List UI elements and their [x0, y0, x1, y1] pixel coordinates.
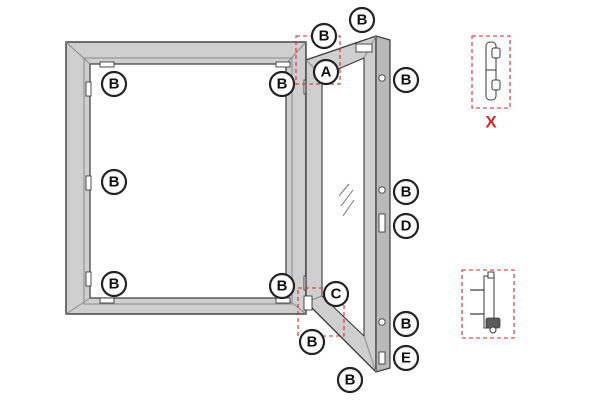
callout-bottom-right: B — [336, 366, 364, 394]
keeper-top-right — [275, 61, 291, 68]
hinge-bottom-part — [303, 295, 313, 311]
svg-text:C: C — [331, 286, 342, 303]
callout-hinge-bottom: C — [322, 280, 350, 308]
svg-text:B: B — [109, 276, 120, 293]
callout-bottom-center: B — [298, 328, 326, 356]
detail-box-bottom — [461, 269, 515, 339]
keeper-left-bottom — [85, 271, 92, 287]
keeper-top-left — [99, 61, 115, 68]
svg-text:B: B — [277, 278, 288, 295]
keeper-left-mid — [85, 175, 92, 191]
svg-text:B: B — [109, 76, 120, 93]
detail-bottom-hinge — [470, 271, 501, 334]
roller-bottom — [378, 318, 386, 326]
callout-sash-right-bottom-e: E — [392, 344, 420, 372]
callout-sash-top-hinge: B — [310, 22, 338, 50]
callout-frame-top-inner: B — [268, 70, 296, 98]
svg-text:A: A — [321, 64, 332, 81]
svg-text:B: B — [357, 12, 368, 29]
callout-frame-top-left: B — [100, 70, 128, 98]
window-frame — [65, 41, 307, 315]
roller-mid — [378, 186, 386, 194]
highlight-bottom-hinge — [297, 287, 345, 337]
svg-text:B: B — [401, 72, 412, 89]
roller-top — [378, 74, 386, 82]
svg-text:B: B — [277, 76, 288, 93]
callout-hinge-top: A — [312, 58, 340, 86]
sash-hardware — [303, 43, 386, 365]
svg-text:B: B — [109, 174, 120, 191]
stay-arm-top — [355, 43, 373, 53]
svg-text:B: B — [401, 184, 412, 201]
svg-text:B: B — [319, 28, 330, 45]
callout-frame-bottom-left: B — [100, 270, 128, 298]
svg-text:B: B — [345, 372, 356, 389]
svg-text:E: E — [401, 350, 411, 367]
svg-text:B: B — [307, 334, 318, 351]
detail-box-top — [471, 35, 511, 109]
sash-edge — [375, 35, 391, 373]
callout-frame-left-mid: B — [100, 168, 128, 196]
reject-mark: X — [485, 113, 497, 132]
callout-top-right-frame: B — [348, 6, 376, 34]
detail-top-hinge: X — [485, 41, 501, 132]
keeper-left-top — [85, 81, 92, 97]
callout-sash-right-mid: B — [392, 178, 420, 206]
callouts: B B A B B B B B — [100, 6, 420, 394]
callout-sash-right-lower: D — [392, 212, 420, 240]
window-sash — [305, 35, 391, 373]
svg-text:B: B — [401, 316, 412, 333]
handle-gear — [378, 213, 386, 233]
callout-sash-right-top: B — [392, 66, 420, 94]
callout-sash-right-bottom-b: B — [392, 310, 420, 338]
corner-drive — [378, 351, 386, 365]
callout-frame-bottom-right: B — [268, 272, 296, 300]
svg-text:D: D — [401, 218, 412, 235]
keeper-bottom-left — [99, 297, 115, 304]
